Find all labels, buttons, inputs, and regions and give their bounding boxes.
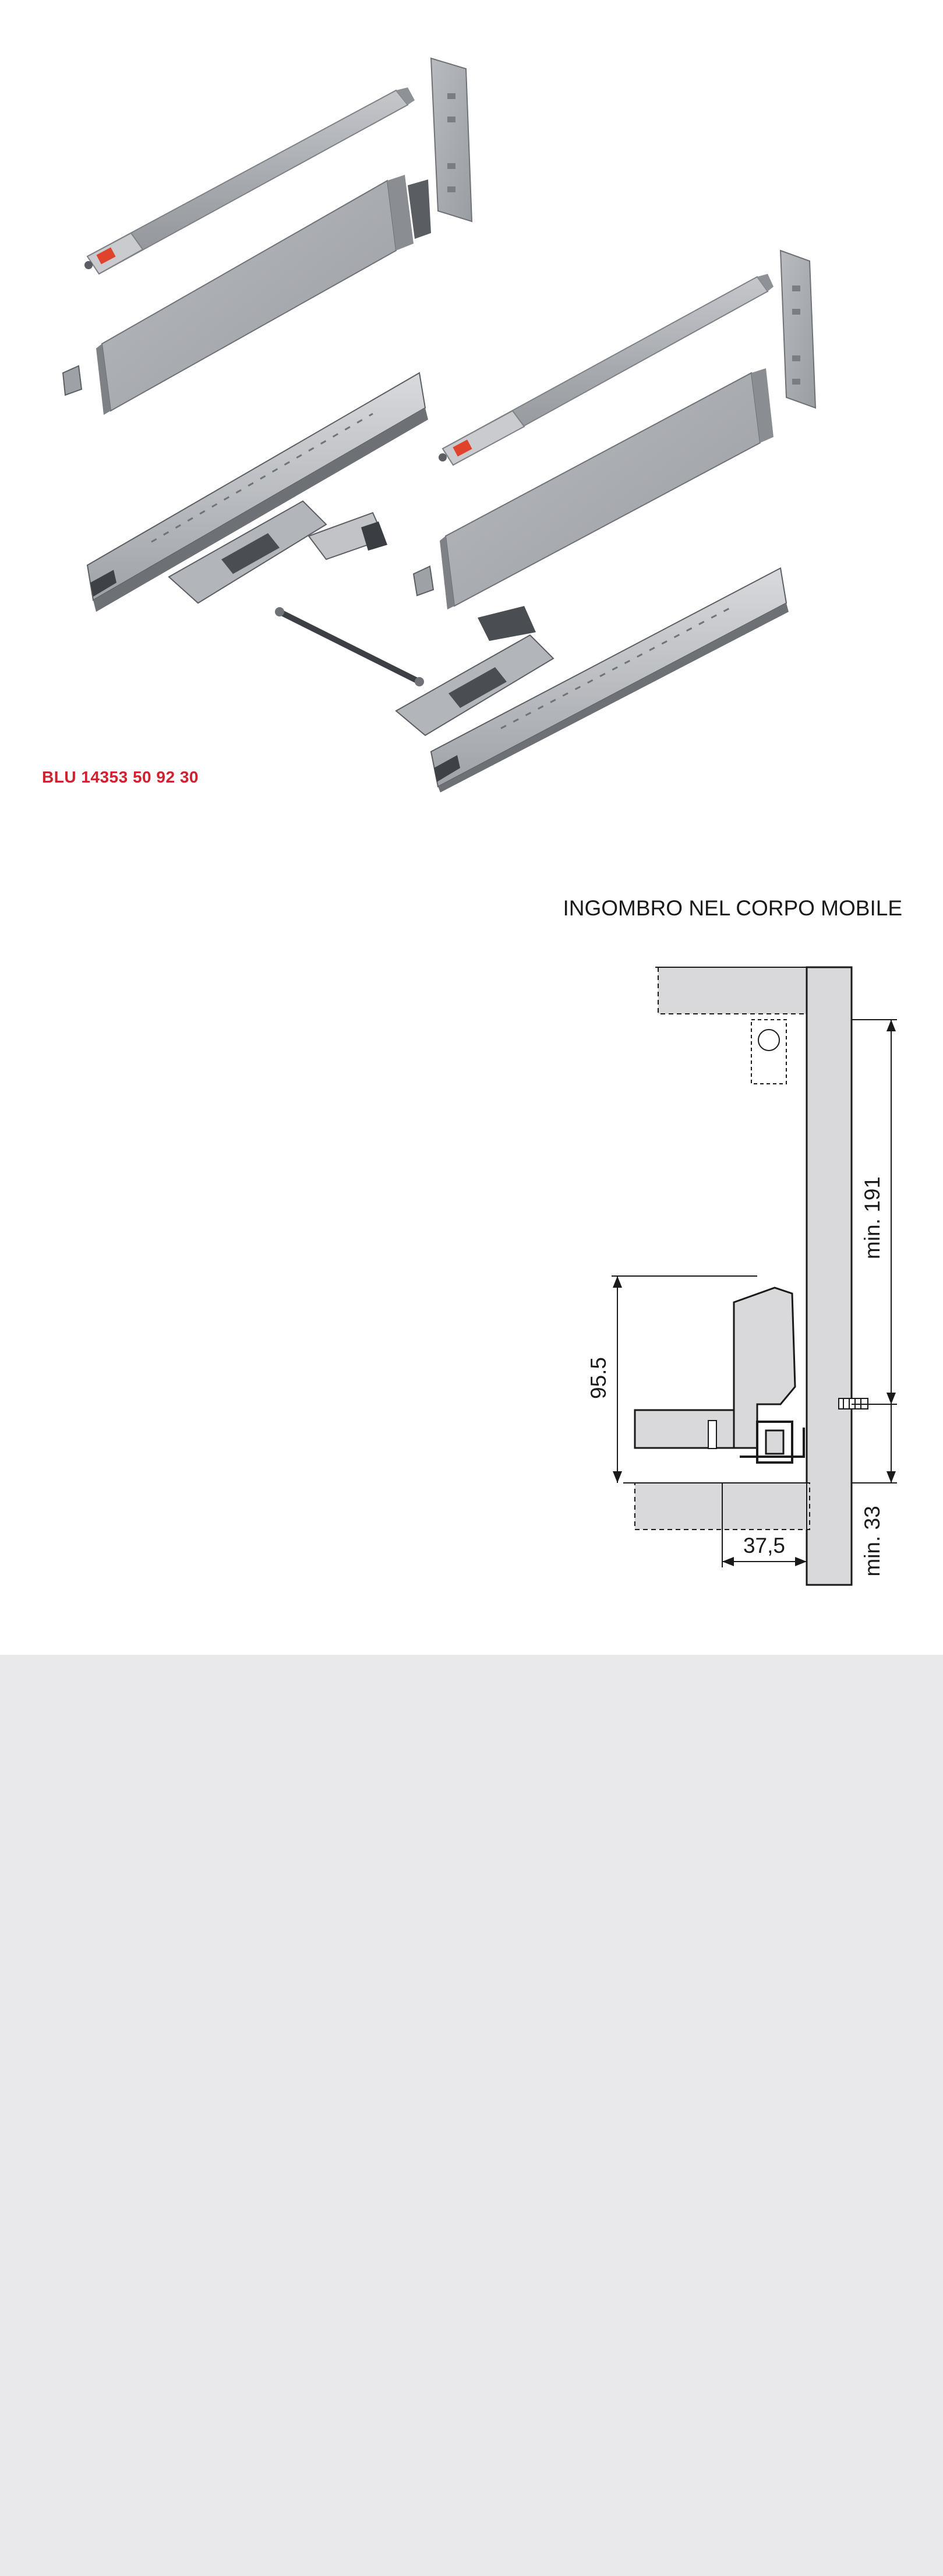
left-sync-mechanism [168,500,387,604]
left-front-clip [62,365,83,396]
synchronization-rod [275,607,424,686]
bore-hole-reference [751,1019,787,1084]
left-rear-bracket [430,57,473,223]
dimension-bottom-clearance: min. 33 [852,1404,897,1577]
right-rear-bracket [779,249,817,409]
drawer-side-profile [733,1287,805,1464]
drawer-system-exploded-view [62,57,817,792]
cabinet-clearance-drawing: min. 191 min. 33 95.5 37,5 [587,966,897,1586]
right-gallery-rail [439,274,774,466]
dimension-bottom-clearance-label: min. 33 [860,1506,884,1576]
bottom-gray-panel [0,1655,943,2576]
drawing-title: INGOMBRO NEL CORPO MOBILE [563,896,903,920]
bottom-shelf-section [623,1482,810,1530]
drawer-bottom-panel [634,1409,741,1449]
dimension-top-clearance: min. 191 [852,1019,897,1405]
top-shelf-section [655,967,810,1014]
dimension-depth: 37,5 [722,1483,807,1567]
dimension-depth-label: 37,5 [743,1534,785,1557]
product-code: BLU 14353 50 92 30 [42,768,199,786]
dimension-top-clearance-label: min. 191 [860,1176,884,1259]
dimension-height: 95.5 [587,1275,757,1483]
right-front-clip [412,565,435,597]
right-sync-mechanism [395,606,555,736]
left-gallery-rail [84,87,415,275]
left-runner [86,372,428,612]
right-drawer-side [440,368,774,609]
left-drawer-side [96,175,431,415]
cabinet-side-wall [806,966,853,1586]
dimension-height-label: 95.5 [587,1357,610,1399]
right-runner [430,567,789,792]
